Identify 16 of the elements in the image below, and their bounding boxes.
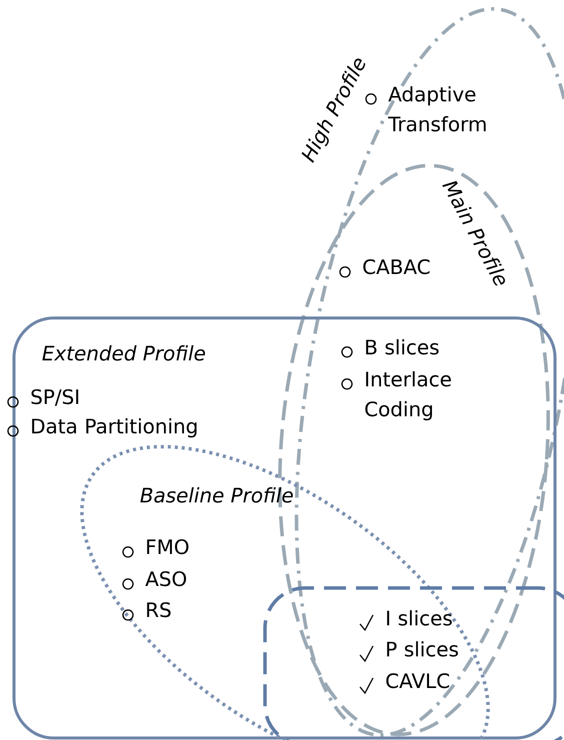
profile-box <box>263 586 564 740</box>
profile-label: Baseline Profile <box>140 487 293 503</box>
item-label: RS <box>147 602 171 618</box>
profile-label: Extended Profile <box>42 345 205 361</box>
item-label: ASO <box>145 571 186 586</box>
item-label: FMO <box>147 539 188 554</box>
item-label: CAVLC <box>386 673 450 688</box>
item-label: Interlace Coding <box>365 371 451 420</box>
item-label: CABAC <box>363 259 430 274</box>
item-label: P slices <box>387 641 458 657</box>
item-label: SP/SI <box>32 389 78 406</box>
item-label: Data Partitioning <box>32 418 196 438</box>
item-label: B slices <box>366 339 439 355</box>
item-label: I slices <box>387 610 452 626</box>
item-label: Adaptive Transform <box>388 86 486 132</box>
profile-box <box>12 316 556 740</box>
